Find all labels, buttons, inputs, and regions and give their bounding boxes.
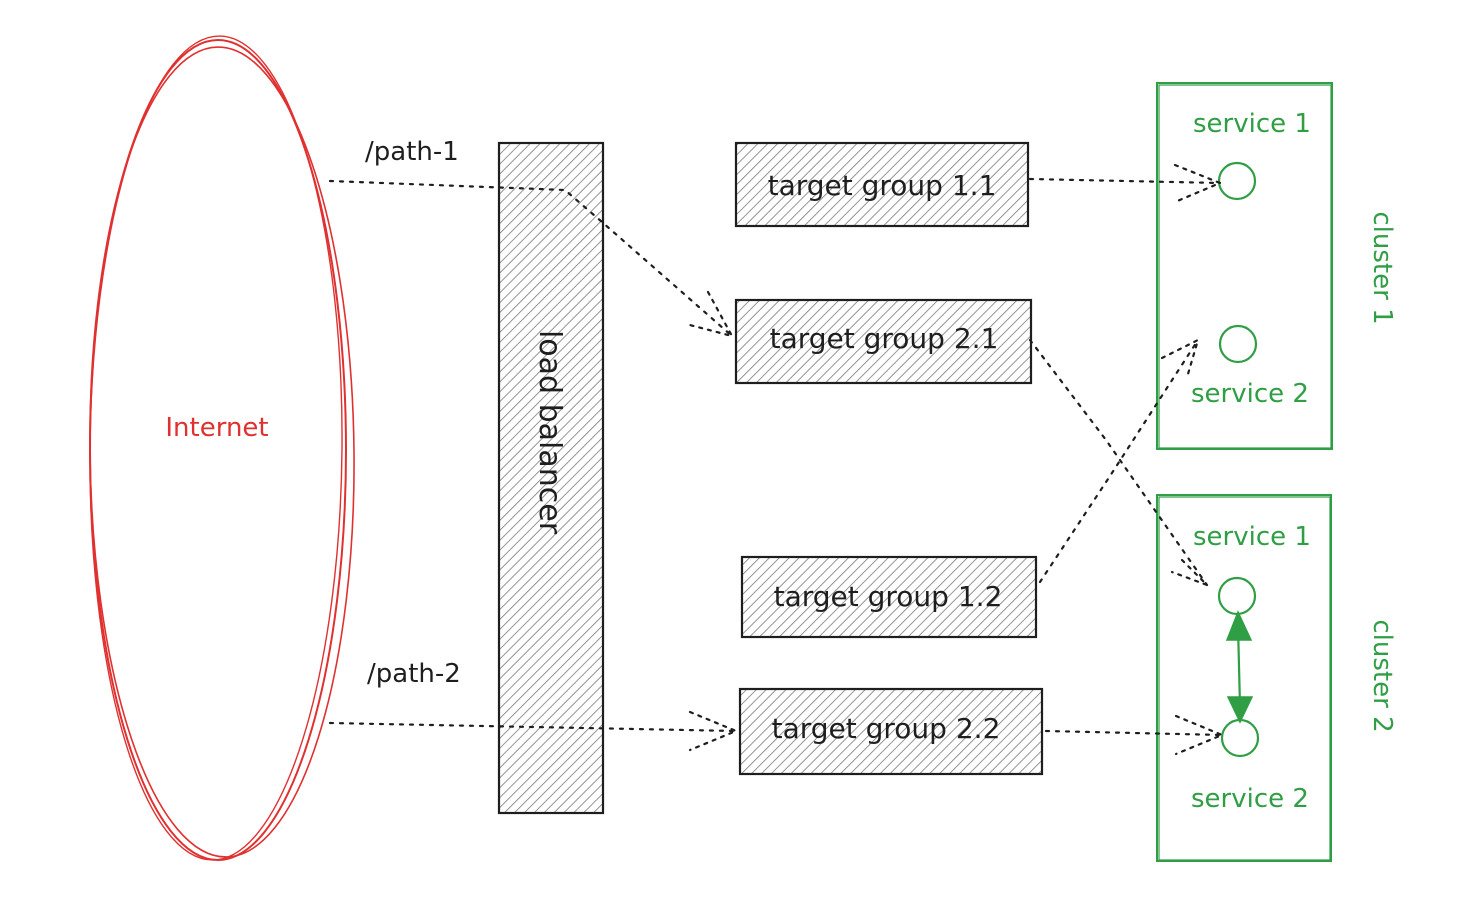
connector-tg12-to-c1s2 [1038,337,1200,584]
target-group-2-1-label: target group 2.1 [770,322,999,355]
cluster-2-service-1-node [1217,576,1257,616]
cluster-2-service-2-label: service 2 [1191,784,1309,814]
target-group-1-1-label: target group 1.1 [768,169,997,202]
cluster-1-box: service 1 service 2 [1156,82,1333,450]
target-group-1-2-label: target group 1.2 [774,580,1003,613]
path-2-label: /path-2 [367,659,461,689]
cluster-1-label: cluster 1 [1367,211,1397,324]
cluster-2-service-1-label: service 1 [1193,522,1311,552]
cluster-1-service-1-label: service 1 [1193,109,1311,139]
cluster-1-service-2-node [1218,324,1258,364]
connector-tg22-to-c2s2 [1044,714,1225,756]
internet-node: Internet [89,35,355,861]
path-1-label: /path-1 [365,137,459,167]
cluster-2-service-2-node [1220,718,1260,758]
load-balancer-box: load balancer [497,141,605,815]
connector-path-1 [328,179,735,338]
target-group-1-2-box: target group 1.2 [740,555,1038,639]
target-group-1-1-box: target group 1.1 [734,141,1030,228]
cluster-1-service-1-node [1217,161,1257,201]
internet-label: Internet [165,413,268,443]
target-group-2-2-label: target group 2.2 [772,712,1001,745]
connector-tg21-to-c2s1 [1028,338,1209,587]
target-group-2-2-box: target group 2.2 [738,687,1044,776]
connector-path-2 [328,710,739,752]
cluster-2-label: cluster 2 [1367,619,1397,732]
cluster-2-box: service 1 service 2 [1156,494,1332,862]
service-link-arrow [1225,610,1254,724]
cluster-1-service-2-label: service 2 [1191,379,1309,409]
connector-tg11-to-c1s1 [1028,163,1223,204]
target-group-2-1-box: target group 2.1 [734,298,1033,385]
load-balancer-label: load balancer [532,330,567,535]
